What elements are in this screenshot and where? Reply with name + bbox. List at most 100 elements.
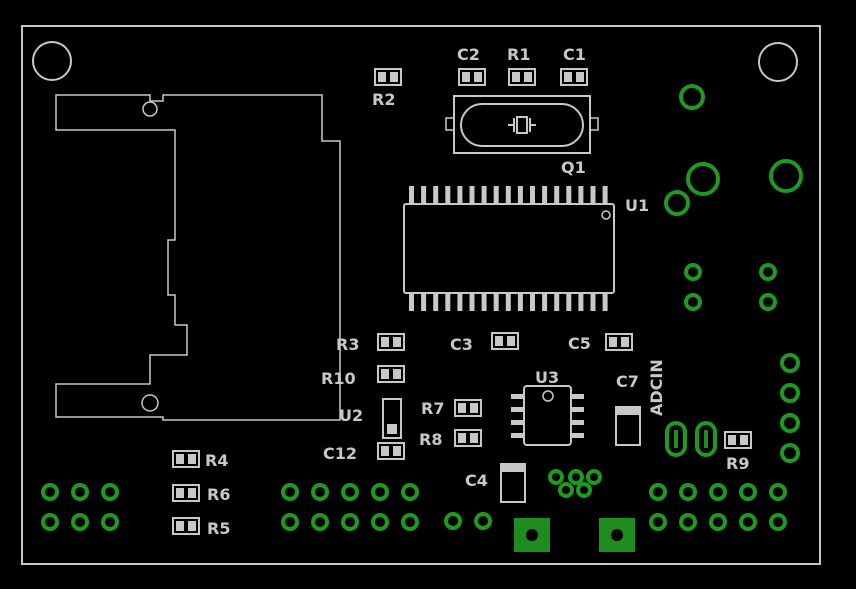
label-r9: R9 bbox=[726, 454, 749, 473]
via-r2a bbox=[684, 293, 702, 311]
smd-c12 bbox=[377, 442, 405, 460]
u1-pin bbox=[505, 293, 511, 311]
mounting-hole-right bbox=[758, 42, 798, 82]
smd-r4 bbox=[172, 450, 200, 468]
header-pin bbox=[371, 483, 389, 501]
label-u1: U1 bbox=[625, 196, 649, 215]
smd-c2 bbox=[458, 68, 486, 86]
header-pin bbox=[709, 483, 727, 501]
square-pad-1 bbox=[514, 518, 550, 552]
via-top-right bbox=[679, 84, 705, 110]
header-pin bbox=[649, 513, 667, 531]
ic-u1 bbox=[403, 203, 615, 294]
smd-c1 bbox=[560, 68, 588, 86]
via-r1b bbox=[759, 263, 777, 281]
header-pin bbox=[71, 483, 89, 501]
label-c3: C3 bbox=[450, 335, 473, 354]
u1-pin bbox=[578, 186, 584, 204]
sd-socket-hole-top bbox=[142, 101, 158, 117]
header-right bbox=[780, 353, 800, 463]
u1-pin bbox=[445, 186, 451, 204]
sd-socket-hole-bottom bbox=[141, 394, 159, 412]
smd-r1 bbox=[508, 68, 536, 86]
header-pin bbox=[709, 513, 727, 531]
label-adcin: ADCIN bbox=[647, 359, 666, 416]
square-pad-2 bbox=[599, 518, 635, 552]
u1-pin bbox=[409, 186, 414, 204]
header-pin bbox=[311, 483, 329, 501]
header-pin bbox=[780, 353, 800, 373]
u1-pin bbox=[602, 186, 608, 204]
u1-pin bbox=[481, 186, 487, 204]
ic-u3 bbox=[511, 385, 584, 446]
u1-pin bbox=[578, 293, 584, 311]
label-r6: R6 bbox=[207, 485, 230, 504]
smd-r8 bbox=[454, 429, 482, 447]
sd-card-socket bbox=[55, 94, 341, 421]
u1-pin bbox=[554, 186, 560, 204]
u1-pin bbox=[433, 293, 439, 311]
header-pin bbox=[679, 513, 697, 531]
smd-r2 bbox=[374, 68, 402, 86]
label-r3: R3 bbox=[336, 335, 359, 354]
u1-pin bbox=[566, 293, 572, 311]
header-pin bbox=[71, 513, 89, 531]
u1-pin bbox=[554, 293, 560, 311]
label-c1: C1 bbox=[563, 45, 586, 64]
label-r8: R8 bbox=[419, 430, 442, 449]
u1-pin bbox=[566, 186, 572, 204]
u1-pin bbox=[493, 293, 499, 311]
header-pin bbox=[649, 483, 667, 501]
label-u3: U3 bbox=[535, 368, 559, 387]
u1-pin bbox=[469, 186, 475, 204]
via-large-2 bbox=[769, 159, 803, 193]
u1-pin1-dot bbox=[601, 210, 611, 220]
smd-r3 bbox=[377, 333, 405, 351]
u1-pin bbox=[421, 293, 427, 311]
u1-pin bbox=[469, 293, 475, 311]
smd-r9 bbox=[724, 431, 752, 449]
label-r7: R7 bbox=[421, 399, 444, 418]
u1-pin bbox=[590, 293, 596, 311]
label-c7: C7 bbox=[616, 372, 639, 391]
board-outline bbox=[21, 25, 821, 565]
header-pin bbox=[401, 483, 419, 501]
header-pin bbox=[769, 513, 787, 531]
u1-pin bbox=[517, 186, 523, 204]
header-pin bbox=[101, 513, 119, 531]
smd-c5 bbox=[605, 333, 633, 351]
label-q1: Q1 bbox=[561, 158, 586, 177]
via-pair bbox=[444, 512, 492, 530]
jumper-adcin bbox=[665, 421, 717, 457]
header-pin bbox=[401, 513, 419, 531]
header-pin bbox=[311, 513, 329, 531]
u1-pins bbox=[409, 186, 608, 311]
smd-c3 bbox=[491, 332, 519, 350]
via-medium bbox=[664, 190, 690, 216]
ic-u2 bbox=[382, 398, 402, 439]
u1-pin bbox=[530, 186, 535, 204]
header-pin bbox=[679, 483, 697, 501]
mounting-hole-left bbox=[32, 41, 72, 81]
header-left bbox=[41, 483, 119, 531]
header-pin bbox=[739, 483, 757, 501]
u1-pin bbox=[590, 186, 596, 204]
label-c12: C12 bbox=[323, 444, 357, 463]
label-u2: U2 bbox=[339, 406, 363, 425]
smd-r7 bbox=[454, 399, 482, 417]
smd-r5 bbox=[172, 517, 200, 535]
connector-cluster bbox=[548, 469, 602, 498]
label-r2: R2 bbox=[372, 90, 395, 109]
header-pin bbox=[739, 513, 757, 531]
smd-r10 bbox=[377, 365, 405, 383]
via-large-1 bbox=[686, 162, 720, 196]
label-c2: C2 bbox=[457, 45, 480, 64]
cap-c7 bbox=[615, 406, 641, 446]
u1-pin bbox=[481, 293, 487, 311]
header-pin bbox=[281, 513, 299, 531]
u1-pin bbox=[421, 186, 427, 204]
label-r4: R4 bbox=[205, 451, 228, 470]
header-pin bbox=[281, 483, 299, 501]
u1-pin bbox=[493, 186, 499, 204]
